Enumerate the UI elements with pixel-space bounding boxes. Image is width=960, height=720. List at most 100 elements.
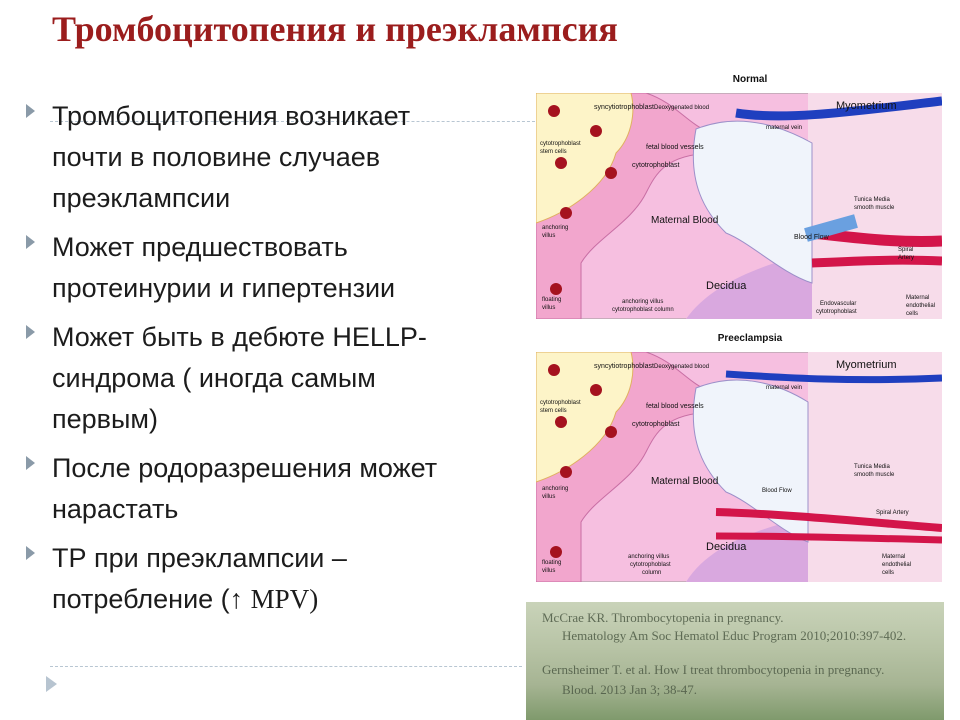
bullet-text: почти в половине случаев	[52, 142, 381, 172]
reference-line: Blood. 2013 Jan 3; 38-47.	[562, 682, 698, 697]
label-anchoring-villus: anchoring	[542, 225, 568, 231]
label-floating-villus: floating	[542, 560, 561, 566]
red-blood-cell	[605, 167, 617, 179]
label-tunica-media: Tunica Media	[854, 197, 890, 203]
bullet-arrow-icon	[26, 546, 35, 560]
label-maternal-blood: Maternal Blood	[651, 215, 718, 226]
red-blood-cell	[590, 125, 602, 137]
bullet-text: нарастать	[52, 494, 179, 524]
red-blood-cell	[605, 426, 617, 438]
label-syncytiotrophoblast: syncytiotrophoblast	[594, 104, 654, 111]
label-myometrium: Myometrium	[836, 100, 897, 112]
title-divider	[50, 121, 540, 122]
reference-photo: McCrae KR. Thrombocytopenia in pregnancy…	[526, 602, 944, 720]
label-fetal-blood-vessels: fetal blood vessels	[646, 144, 704, 151]
normal-heading: Normal	[732, 74, 768, 85]
label-cytotrophoblast-stem: cytotrophoblast	[540, 141, 581, 147]
label-anchoring-column: anchoring villus	[628, 554, 669, 560]
label-spiral-artery: Spiral	[898, 247, 913, 253]
bullet-item: Может быть в дебюте HELLP- синдрома ( ин…	[22, 317, 522, 440]
stem-cell-region	[535, 92, 634, 224]
label-fetal-blood-vessels: fetal blood vessels	[646, 403, 704, 410]
reference-line: Gernsheimer T. et al. How I treat thromb…	[542, 662, 885, 677]
bullet-item: После родоразрешения может нарастать	[22, 448, 522, 530]
label-maternal-vein: maternal vein	[766, 385, 802, 391]
label-maternal-vein: maternal vein	[766, 125, 802, 131]
label-decidua: Decidua	[706, 541, 747, 553]
bullet-item: Тромбоцитопения возникает почти в полови…	[22, 96, 522, 219]
label-anchoring-column: cytotrophoblast column	[612, 307, 674, 313]
myometrium-region	[808, 352, 942, 582]
red-blood-cell	[548, 105, 560, 117]
bullet-arrow-icon	[26, 325, 35, 339]
red-blood-cell	[548, 364, 560, 376]
red-blood-cell	[555, 416, 567, 428]
label-endothelial: cells	[906, 311, 918, 317]
reference-line: Hematology Am Soc Hematol Educ Program 2…	[562, 628, 907, 643]
normal-diagram-svg: syncytiotrophoblast Deoxygenated blood M…	[535, 92, 943, 320]
bullet-text: Может быть в дебюте HELLP-	[52, 322, 427, 352]
bullet-item: ТР при преэклампсии – потребление (↑ MPV…	[22, 538, 522, 620]
label-spiral-artery: Artery	[898, 255, 914, 261]
label-deoxygenated-blood: Deoxygenated blood	[654, 364, 709, 370]
maternal-vein-shape	[735, 96, 943, 121]
label-anchoring-villus: anchoring	[542, 486, 568, 492]
label-tunica-media: Tunica Media	[854, 464, 890, 470]
label-cytotrophoblast-stem: cytotrophoblast	[540, 400, 581, 406]
bullet-arrow-icon	[26, 235, 35, 249]
mpv-text: MPV)	[250, 584, 319, 614]
label-anchoring-column: cytotrophoblast	[630, 562, 671, 568]
label-floating-villus: villus	[542, 305, 555, 311]
myometrium-region	[808, 93, 942, 319]
bullet-text-mpv: потребление (↑ MPV)	[52, 579, 522, 620]
label-anchoring-column: column	[642, 570, 661, 576]
label-floating-villus: floating	[542, 297, 561, 303]
bullet-text: первым)	[52, 404, 158, 434]
preeclampsia-diagram-svg: syncytiotrophoblast Deoxygenated blood M…	[535, 351, 943, 583]
label-floating-villus: villus	[542, 568, 555, 574]
label-cytotrophoblast-stem: stem cells	[540, 149, 567, 155]
decidua-region	[686, 253, 812, 319]
label-deoxygenated-blood: Deoxygenated blood	[654, 105, 709, 111]
red-blood-cell	[550, 283, 562, 295]
label-endothelial: Maternal	[882, 554, 905, 560]
label-anchoring-villus: villus	[542, 494, 555, 500]
blood-flow-arrow-icon	[804, 214, 858, 242]
maternal-vein-shape	[725, 370, 943, 384]
bullet-text: После родоразрешения может	[52, 453, 438, 483]
label-anchoring-villus: villus	[542, 233, 555, 239]
label-cytotrophoblast: cytotrophoblast	[632, 421, 680, 428]
label-decidua: Decidua	[706, 280, 747, 292]
bullet-text: ТР при преэклампсии –	[52, 543, 347, 573]
label-blood-flow: Blood Flow	[762, 488, 792, 494]
red-blood-cell	[555, 157, 567, 169]
preeclampsia-heading: Preeclampsia	[717, 333, 783, 344]
spiral-artery-shape	[811, 255, 943, 268]
label-spiral-artery: Spiral Artery	[876, 510, 909, 516]
label-endothelial: cells	[882, 570, 894, 576]
label-endothelial: endothelial	[882, 562, 911, 568]
bullet-text: протеинурии и гипертензии	[52, 273, 396, 303]
bullet-arrow-icon	[26, 104, 35, 118]
red-blood-cell	[590, 384, 602, 396]
bullet-text: синдрома ( иногда самым	[52, 363, 376, 393]
spiral-artery-shape	[715, 532, 943, 544]
slide-title: Тромбоцитопения и преэклампсия	[52, 9, 618, 49]
footer-divider	[50, 666, 522, 667]
label-endovascular: cytotrophoblast	[816, 309, 857, 315]
cytotrophoblast-region	[692, 120, 813, 284]
label-myometrium: Myometrium	[836, 359, 897, 371]
red-blood-cell	[560, 466, 572, 478]
bullet-text: Может предшествовать	[52, 232, 348, 262]
bullet-text: преэклампсии	[52, 183, 231, 213]
label-endovascular: Endovascular	[820, 301, 856, 307]
label-cytotrophoblast: cytotrophoblast	[632, 162, 680, 169]
red-blood-cell	[550, 546, 562, 558]
label-tunica-media: smooth muscle	[854, 472, 895, 478]
label-endothelial: Maternal	[906, 295, 929, 301]
label-endothelial: endothelial	[906, 303, 935, 309]
preeclampsia-placenta-diagram: syncytiotrophoblast Deoxygenated blood M…	[535, 351, 943, 583]
label-tunica-media: smooth muscle	[854, 205, 895, 211]
next-slide-arrow-icon[interactable]	[46, 676, 57, 692]
cytotrophoblast-region	[692, 379, 809, 543]
